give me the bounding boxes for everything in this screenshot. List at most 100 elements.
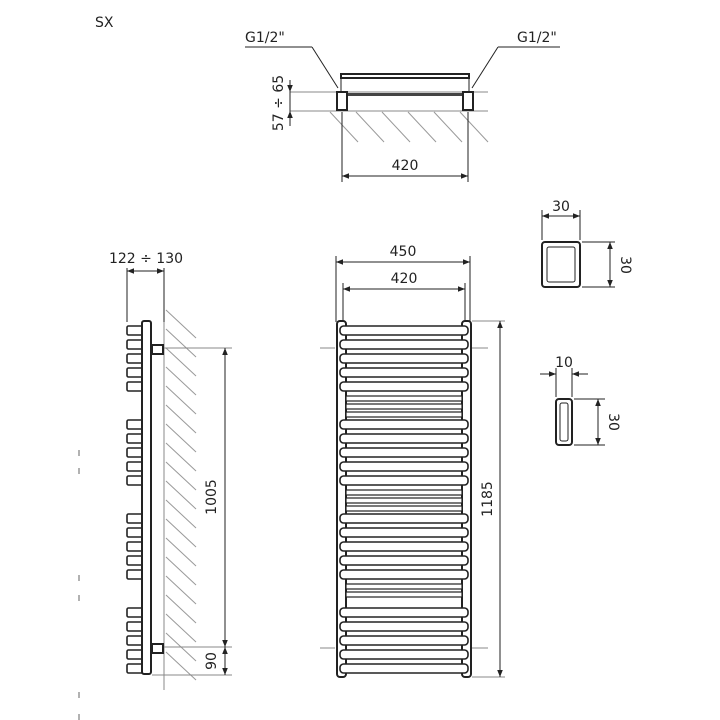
side-view: 122 ÷ 130 1005 90 [78,251,232,720]
side-fin [126,527,144,538]
wide-bar [339,635,469,646]
wide-bar [339,353,469,364]
square-width-label: 30 [552,199,570,215]
wall-hatch [165,518,197,548]
overall-width-label: 450 [390,244,417,260]
side-column [141,320,152,675]
square-height-label: 30 [617,256,633,274]
side-fin [126,461,144,472]
top-spacing-label: 420 [392,158,419,174]
bottom-offset-label: 90 [204,652,220,670]
wall-hatch [407,111,437,143]
side-fin [126,381,144,392]
wide-bar [339,433,469,444]
wall-hatch [165,480,197,510]
wide-bar [339,555,469,566]
wall-hatch [165,594,197,624]
wide-bar [339,419,469,430]
connection-label-left: G1/2" [245,30,285,46]
wall-hatch [165,328,197,358]
wall-distance-label: 57 ÷ 65 [271,75,287,131]
side-fin [126,663,144,674]
wide-bar [339,339,469,350]
profile-flat: 10 30 [540,355,621,446]
wide-bar [339,607,469,618]
wide-bar [339,325,469,336]
side-fin [126,433,144,444]
bracket-bottom [151,643,164,654]
wide-bar [339,475,469,486]
narrow-bar [345,505,463,512]
wall-hatch [381,111,411,143]
side-fin [126,621,144,632]
narrow-bar [345,497,463,504]
wall-hatch [433,111,463,143]
side-fin [126,353,144,364]
side-fin [126,325,144,336]
wall-hatch [165,366,197,396]
wide-bar [339,541,469,552]
pipe [342,93,468,96]
wide-bar [339,447,469,458]
valve-left [336,91,348,111]
wall-hatch [165,309,197,339]
wall-hatch [165,556,197,586]
wall-hatch [165,442,197,472]
side-fin [126,635,144,646]
wide-bar [339,621,469,632]
side-fin [126,607,144,618]
mount-spacing-label: 1005 [204,479,220,515]
wide-bar [339,461,469,472]
top-view: G1/2" G1/2" 57 ÷ 65 420 [245,30,560,182]
wall-hatch [165,499,197,529]
side-fin [126,447,144,458]
wide-bar [339,569,469,580]
wide-bar [339,663,469,674]
profile-square: 30 30 [541,199,633,288]
wall-hatch [165,423,197,453]
wall-hatch [355,111,385,143]
narrow-bar [345,583,463,590]
side-fin [126,569,144,580]
wall-hatch [165,613,197,643]
narrow-bar [345,403,463,410]
narrow-bar [345,395,463,402]
side-fin [126,513,144,524]
wall-hatch [165,385,197,415]
wall-hatch [165,537,197,567]
depth-label: 122 ÷ 130 [109,251,183,267]
narrow-bar [345,591,463,598]
wall-hatch [165,347,197,377]
wide-bar [339,381,469,392]
wide-bar [339,367,469,378]
side-fin [126,649,144,660]
wide-bar [339,513,469,524]
side-fin [126,475,144,486]
side-fin [126,367,144,378]
connection-label-right: G1/2" [517,30,557,46]
wall-hatch [165,404,197,434]
wall-hatch [459,111,489,143]
side-fin [126,419,144,430]
front-view: 450 420 1185 [320,244,505,678]
bracket-top [151,344,164,355]
side-fin [126,339,144,350]
narrow-bar [345,411,463,418]
height-label: 1185 [480,481,496,517]
front-spacing-label: 420 [391,271,418,287]
wide-bar [339,649,469,660]
top-rail [340,73,470,79]
flat-height-label: 30 [605,413,621,431]
flat-width-label: 10 [555,355,573,371]
model-title: SX [95,15,114,31]
side-fin [126,555,144,566]
wall-hatch [329,111,359,143]
valve-right [462,91,474,111]
wall-hatch [165,461,197,491]
wide-bar [339,527,469,538]
narrow-bar [345,489,463,496]
wall-hatch [165,575,197,605]
side-fin [126,541,144,552]
